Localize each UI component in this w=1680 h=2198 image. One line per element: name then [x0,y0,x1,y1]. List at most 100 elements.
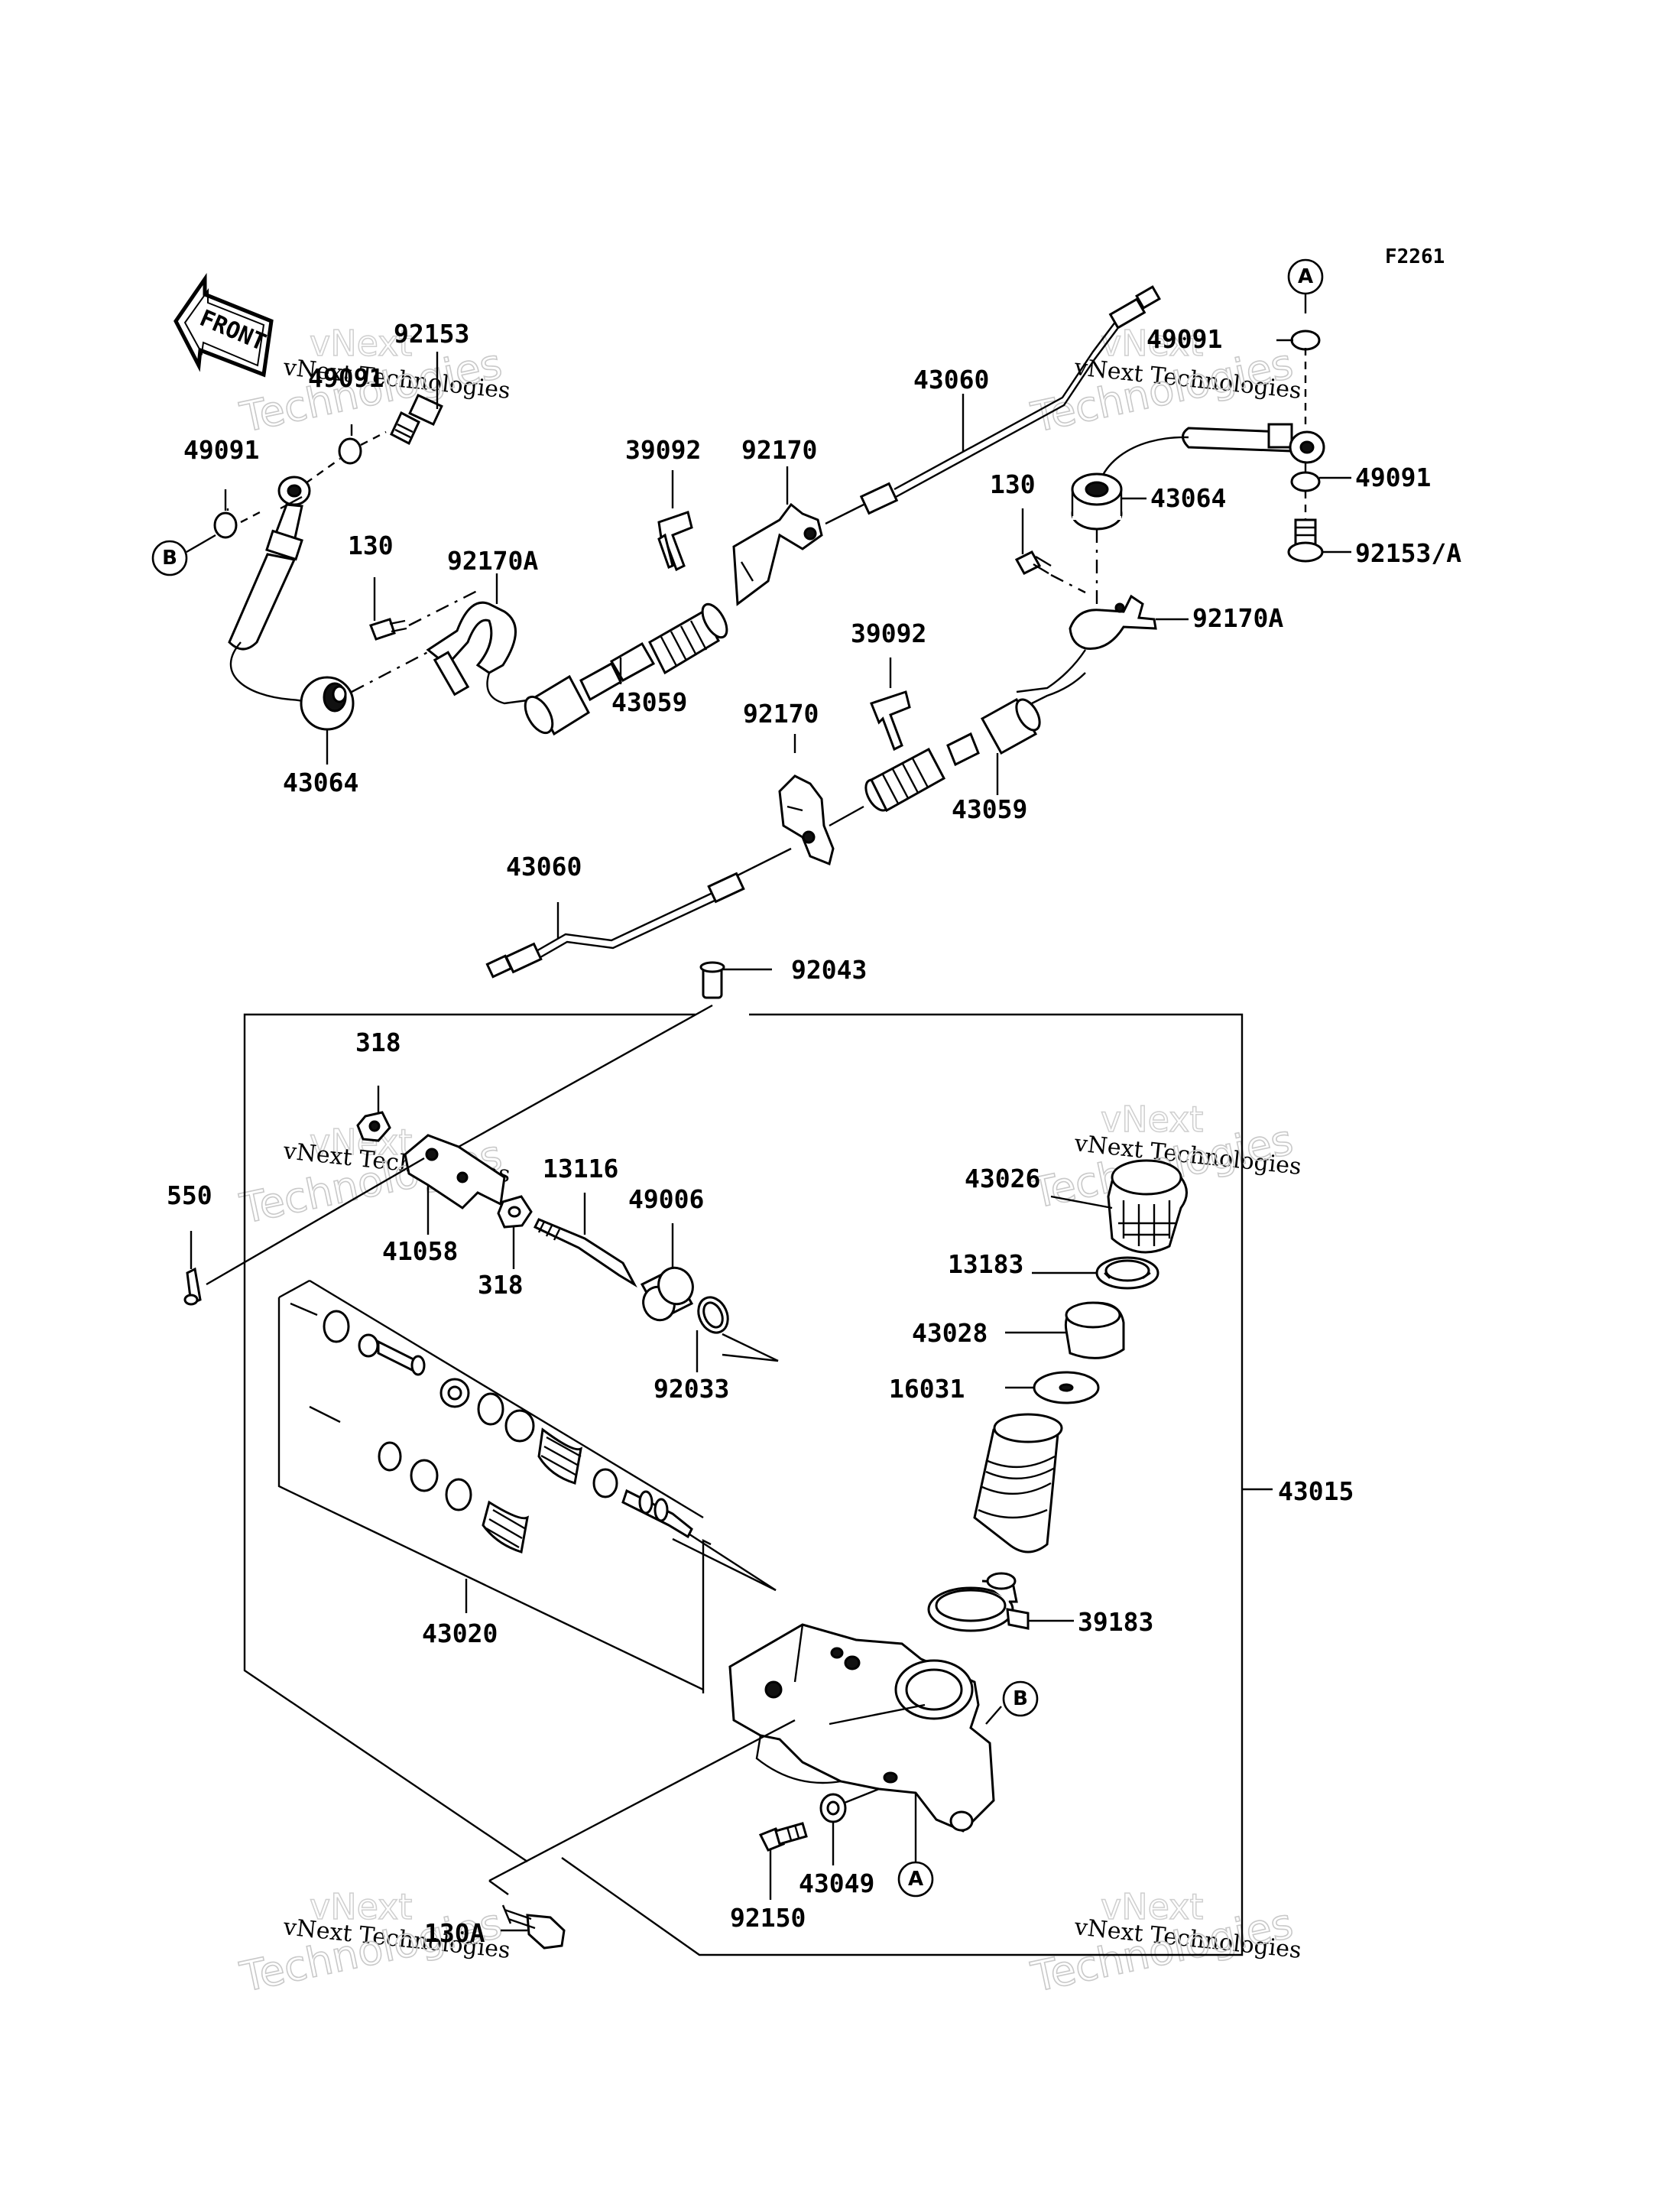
seal-c [445,1478,472,1511]
figure-code: F2261 [1385,245,1445,268]
circlip-92033 [697,1296,729,1334]
rod-a [377,1339,418,1375]
yoke-pin-leader [206,1157,425,1286]
nut-318-top [356,1111,391,1142]
clip-39092-top [657,511,693,572]
label-92033: 92033 [654,1374,729,1404]
label-43064-right: 43064 [1150,483,1226,513]
master-cylinder-body [728,1623,995,1833]
diaphragm-plate-13183 [1095,1256,1159,1290]
label-49091-right: 49091 [1355,463,1431,492]
label-43059-left: 43059 [611,687,687,717]
mount-leader [488,1719,796,1882]
upper-cable-group [524,285,1161,736]
grommet-43064-left [300,676,355,731]
diaphragm-43028 [1064,1301,1125,1359]
nut-318-bottom [497,1195,533,1229]
hose-body [228,553,297,651]
label-318-bottom: 318 [478,1270,524,1300]
watermark-text: vNext [310,323,412,364]
right-hose-group [1014,330,1325,693]
hose-right-body [1182,427,1294,453]
label-39092-top: 39092 [625,435,701,465]
bolt-130-right [1014,550,1052,575]
washer-b [378,1441,402,1472]
label-43020: 43020 [422,1618,498,1648]
cup-a [323,1310,350,1343]
hose-right-crimp [1267,423,1293,449]
label-318-top: 318 [355,1028,401,1057]
label-130-right: 130 [990,469,1036,499]
callout-b-right: B [1002,1680,1039,1717]
washer-49091-top [338,437,362,465]
part-labels: 92153 49091 49091 43064 130 92170A 39092… [167,319,1461,1948]
label-92043: 92043 [791,955,867,985]
cotter-pin-550 [183,1231,202,1306]
bracket-92170-top [732,502,823,606]
label-92170-mid: 92170 [743,699,819,729]
left-hose-group [213,352,551,765]
label-92150: 92150 [730,1903,806,1933]
bracket-92170-mid [778,774,835,866]
label-130A: 130A [424,1918,485,1948]
seal-b [504,1409,535,1443]
spring-b [482,1500,529,1554]
hose-clamp-39183 [927,1572,1030,1632]
grommet-43064-right [1071,472,1123,531]
svg-text:B: B [162,547,177,570]
label-130-left: 130 [348,531,394,560]
label-49091-top: 49091 [308,363,384,393]
label-43049: 43049 [799,1868,874,1898]
label-43015: 43015 [1278,1476,1354,1506]
front-arrow-icon: FRONT [174,272,274,378]
label-43064-left: 43064 [283,768,358,797]
label-49091-left: 49091 [183,435,259,465]
banjo-hole [287,484,302,498]
spring-a [537,1427,582,1485]
label-92170A-right: 92170A [1192,603,1283,633]
rod-end-a [410,1355,426,1376]
cup-b [477,1392,504,1426]
banjo-bolt-92153A [1287,518,1324,563]
fitting-43059-lower [864,672,1086,813]
plate-16031 [1033,1371,1100,1404]
svg-text:A: A [908,1868,923,1891]
callout-a-bottom: A [897,1861,934,1898]
leader-43026 [1050,1195,1113,1209]
yoke-41058 [404,1134,506,1235]
label-92170A-left: 92170A [447,546,538,576]
svg-text:B: B [1013,1687,1028,1710]
label-43059-right: 43059 [952,794,1027,824]
hose-crimp [265,529,303,561]
label-92170-top: 92170 [741,435,817,465]
pin-leader [458,1004,713,1148]
label-39183: 39183 [1078,1607,1153,1637]
label-43060-top: 43060 [913,365,989,394]
label-43026: 43026 [965,1164,1040,1193]
fitting-43059-upper [524,602,728,736]
banjo-bolt-92153 [390,394,443,446]
pin-92043 [699,961,725,999]
label-41058: 41058 [382,1236,458,1266]
lower-cable-group [485,657,1086,979]
bolt-130A [501,1904,566,1950]
label-550: 550 [167,1180,212,1210]
reservoir-hose [973,1413,1063,1554]
callout-b-left: B [151,534,216,576]
washer-49091-right [1290,471,1321,492]
clamp-92170A-right [1069,594,1157,650]
washer-49091-right-top [1290,330,1321,351]
watermark-text: vNext [1101,1886,1203,1927]
clip-39092-mid [870,690,911,752]
washer-43049 [819,1793,847,1823]
watermark-text: vNext [1101,1099,1203,1140]
bolt-130-left [369,618,407,641]
clamp-92170A-left [426,601,551,705]
svg-text:A: A [1298,265,1313,288]
label-49006: 49006 [628,1184,704,1214]
watermark-top-right: vNext vNext Technologies Technologies [1026,322,1302,442]
cup-c [410,1459,439,1492]
label-49091-right-top: 49091 [1146,324,1222,354]
leader-b-right [985,1706,1002,1725]
banjo-right-hole [1299,440,1315,454]
